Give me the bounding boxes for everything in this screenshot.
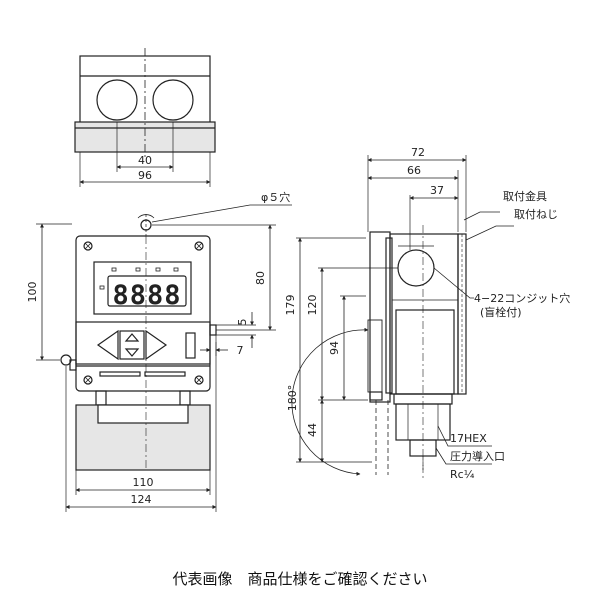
dim-96: 96: [138, 169, 152, 182]
dim-100: 100: [26, 282, 39, 303]
label-conduit: 4−22コンジット穴: [474, 291, 570, 305]
hole-label: φ５穴: [261, 190, 290, 204]
side-cover-edge: [369, 231, 391, 403]
screw-top-right: [194, 241, 204, 251]
conduit-port: [397, 249, 435, 287]
conduit-hole-right: [152, 79, 194, 121]
display-digits: 8888: [112, 280, 181, 311]
front-body: [75, 235, 211, 392]
side-view: [291, 155, 514, 480]
side-mount-hole: [60, 354, 72, 366]
label-conduit-note: (盲栓付): [480, 305, 522, 319]
dim-37: 37: [430, 184, 444, 197]
caption: 代表画像 商品仕様をご確認ください: [172, 570, 428, 588]
front-switch: [185, 332, 196, 359]
angle-180: 180°: [286, 385, 299, 412]
screw-top-left: [83, 241, 93, 251]
dim-179: 179: [284, 295, 297, 316]
dim-40: 40: [138, 154, 152, 167]
up-arrow-key: [124, 333, 140, 342]
display-window: [93, 261, 192, 315]
label-inlet: 圧力導入口: [450, 449, 505, 463]
side-terminal-box: [395, 309, 455, 395]
right-arrow-key: [145, 329, 168, 361]
label-hex: 17HEX: [450, 432, 487, 445]
left-arrow-key: [96, 329, 119, 361]
side-housing: [389, 233, 459, 395]
label-screw: 取付ねじ: [514, 208, 558, 221]
front-view: [36, 204, 292, 512]
dim-124: 124: [131, 493, 152, 506]
dim-80: 80: [254, 271, 267, 285]
top-view: [74, 48, 216, 187]
dim-120: 120: [306, 295, 319, 316]
dim-72: 72: [411, 146, 425, 159]
dim-94: 94: [328, 341, 341, 355]
dim-110: 110: [133, 476, 154, 489]
down-arrow-key: [124, 348, 140, 357]
display-led: [107, 275, 187, 307]
conduit-hole-left: [96, 79, 138, 121]
dim-44: 44: [306, 423, 319, 437]
label-bracket: 取付金具: [503, 189, 547, 203]
dim-5: 5: [236, 319, 249, 326]
dim-66: 66: [407, 164, 421, 177]
dim-7: 7: [237, 344, 244, 357]
label-rc: Rc¼: [450, 468, 475, 481]
